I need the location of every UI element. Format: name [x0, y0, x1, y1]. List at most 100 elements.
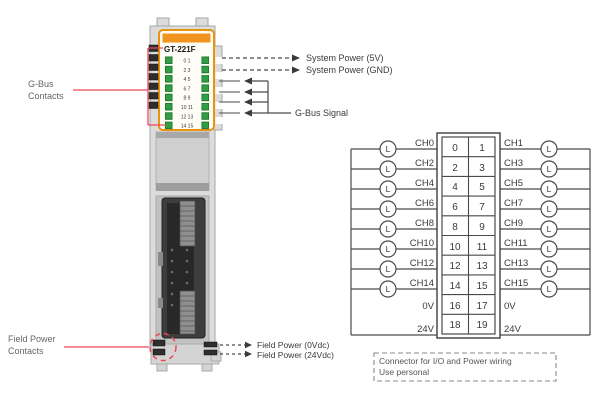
channel-label: CH14 [410, 278, 434, 289]
gbus-signal-label: G-Bus Signal [295, 108, 348, 118]
arrowhead-right-icon [245, 350, 252, 358]
led-row-numbers: 4 5 [184, 77, 191, 83]
rail-notch [215, 117, 224, 124]
channel-label: CH4 [415, 178, 434, 189]
led-square [165, 56, 173, 64]
load-circle [540, 200, 558, 218]
pin-table-grid-lines [442, 137, 495, 334]
pin-number: 0 [452, 143, 458, 154]
load-symbol: L [547, 224, 552, 234]
channel-label: CH11 [504, 238, 528, 249]
callout-field-power-contacts: Field Power Contacts [8, 332, 177, 362]
module-foot [201, 363, 213, 372]
field-power-0v-label: Field Power (0Vdc) [257, 340, 329, 350]
arrowhead-right-icon [245, 341, 252, 349]
channel-label: CH3 [504, 158, 523, 169]
channel-label: CH15 [504, 278, 528, 289]
load-symbol: L [547, 264, 552, 274]
module-mid-panel-bottom [156, 183, 209, 191]
load-symbol: L [386, 144, 391, 154]
arrowhead-left-icon [244, 109, 252, 117]
led-row-numbers: 14 15 [181, 124, 194, 130]
led-square [165, 84, 173, 92]
field-power-pad [152, 348, 166, 356]
led-row-numbers: 12 13 [181, 114, 194, 120]
pin-number: 14 [449, 281, 461, 292]
load-circle [379, 140, 397, 158]
load-circle [540, 180, 558, 198]
pin-number: 6 [452, 202, 458, 213]
block-latch [158, 252, 163, 266]
channel-label: 0V [422, 301, 434, 312]
channel-label: CH5 [504, 178, 523, 189]
module-mid-panel [155, 131, 210, 191]
led-row-numbers: 6 7 [184, 86, 191, 92]
pin-number: 8 [452, 222, 458, 233]
led-row-numbers: 2 3 [184, 68, 191, 74]
load-symbol: L [547, 204, 552, 214]
pin-number: 11 [477, 242, 488, 253]
pin-number: 16 [449, 301, 461, 312]
pin-number: 15 [476, 281, 488, 292]
led-square [165, 93, 173, 102]
face-plate [158, 29, 215, 131]
channel-label: CH9 [504, 218, 523, 229]
gear-ridges [180, 295, 195, 332]
led-square [201, 65, 209, 74]
field-power-24v-label: Field Power (24Vdc) [257, 350, 334, 360]
arrowhead-right-icon [292, 66, 300, 74]
rail-notch [215, 87, 224, 94]
gear-ridges [180, 205, 195, 242]
led-square [201, 103, 209, 111]
load-symbol: L [386, 164, 391, 174]
field-power-contacts-label-line1: Field Power [8, 334, 56, 344]
pin-number: 18 [449, 320, 461, 331]
led-row-numbers: 0 1 [184, 59, 191, 65]
pin-number: 13 [476, 261, 488, 272]
pin-numbers-right: 1 3 5 7 9 11 13 15 17 19 [476, 143, 488, 331]
load-symbol: L [547, 144, 552, 154]
led-square [201, 56, 209, 64]
load-circle [379, 200, 397, 218]
load-circles-right: L L L L L L L L [540, 140, 558, 298]
gear-strip-top [179, 200, 196, 247]
pin-number: 10 [449, 242, 461, 253]
led-square [201, 84, 209, 92]
note-line2: Use personal [379, 367, 429, 377]
module-face: GT-221F 0 1 2 3 4 5 6 7 8 9 10 [158, 29, 215, 131]
gbus-contact-pad [148, 63, 159, 71]
led-square [165, 75, 173, 83]
power-bus-lines [350, 149, 591, 335]
pin-number: 9 [479, 222, 485, 233]
load-symbol: L [386, 224, 391, 234]
field-power-contacts-label-line2: Contacts [8, 346, 44, 356]
channel-label: 24V [417, 324, 435, 335]
system-power-gnd-label: System Power (GND) [306, 65, 393, 75]
load-circle [540, 220, 558, 238]
pin-number: 2 [452, 163, 458, 174]
pin-numbers-left: 0 2 4 6 8 10 12 14 16 18 [449, 143, 461, 331]
load-circle [379, 180, 397, 198]
channel-label: CH0 [415, 138, 434, 149]
channel-label: CH13 [504, 258, 528, 269]
load-circle [379, 240, 397, 258]
led-row-numbers: 8 9 [184, 96, 191, 102]
stub-lines [219, 80, 240, 114]
channel-label: 0V [504, 301, 516, 312]
led-row-numbers: 10 11 [181, 105, 193, 111]
rail-notch [215, 72, 224, 79]
pin-number: 5 [479, 182, 485, 193]
load-circle [379, 280, 397, 298]
pin-number: 1 [479, 143, 485, 154]
gbus-contact-pad [148, 101, 159, 109]
load-symbol: L [547, 184, 552, 194]
gbus-contact-pad [148, 73, 159, 81]
gbus-contact-pads [148, 44, 159, 109]
load-symbol: L [386, 244, 391, 254]
terminal-dots [170, 248, 189, 307]
pin-number: 3 [479, 163, 485, 174]
led-square [165, 112, 173, 120]
field-power-pad [152, 339, 166, 347]
